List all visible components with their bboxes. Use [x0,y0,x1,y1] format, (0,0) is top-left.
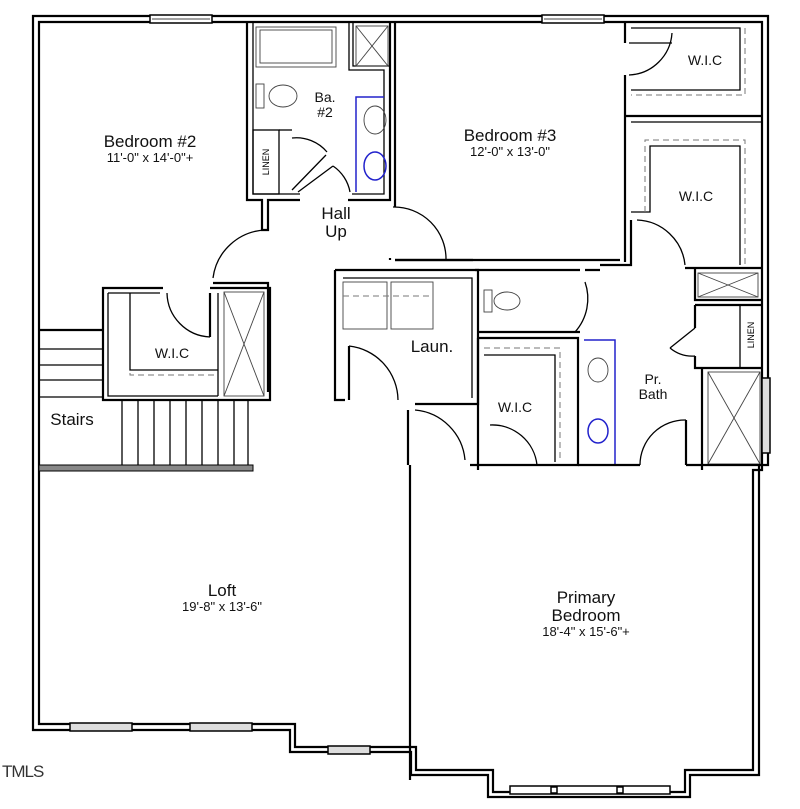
room-loft: Loft 19'-8" x 13'-6" [182,582,262,613]
watermark: TMLS [2,762,44,781]
room-name: Bedroom #2 [103,132,197,151]
room-wic-bedroom3: W.I.C [687,52,723,68]
room-name: Ba. [314,89,336,105]
bedroom3-walls [393,22,762,470]
room-bedroom3: Bedroom #3 12'-0" x 13'-0" [464,127,557,158]
room-dimensions: 19'-8" x 13'-6" [182,598,262,614]
windows [69,14,771,795]
bath2-walls [245,22,392,232]
room-wic-primary: W.I.C [678,188,714,204]
room-dimensions: 11'-0" x 14'-0"+ [106,149,194,165]
stairs-walls [38,286,272,472]
room-dimensions: 12'-0" x 13'-0" [470,143,550,159]
room-primary-bedroom: Primary Bedroom 18'-4" x 15'-6"+ [542,589,630,638]
room-dimensions: 18'-4" x 15'-6"+ [542,623,630,639]
linen-closet-label: LINEN [261,148,271,176]
room-primary-bath: Pr. Bath [639,372,668,401]
room-name-line2: #2 [317,103,333,120]
room-name-line2: Up [325,221,347,241]
room-name: Loft [207,581,237,600]
room-name: Primary [556,588,616,607]
laundry-walls [333,268,762,780]
room-name-line2: Bath [638,385,668,402]
room-name: Hall [321,204,351,223]
room-bath2: Ba. #2 [314,90,335,119]
room-wic-left: W.I.C [154,345,190,361]
room-name-line2: Bedroom [551,605,621,625]
exterior-walls [31,14,770,799]
room-hall: Hall Up [321,205,350,241]
room-name: Bedroom #3 [463,126,557,145]
room-stairs: Stairs [50,410,94,429]
room-name: Pr. [644,371,662,387]
room-bedroom2: Bedroom #2 11'-0" x 14'-0"+ [104,133,197,164]
room-laundry: Laun. [410,337,454,356]
room-wic-mid: W.I.C [497,399,533,415]
linen-closet-label-2: LINEN [746,321,756,349]
